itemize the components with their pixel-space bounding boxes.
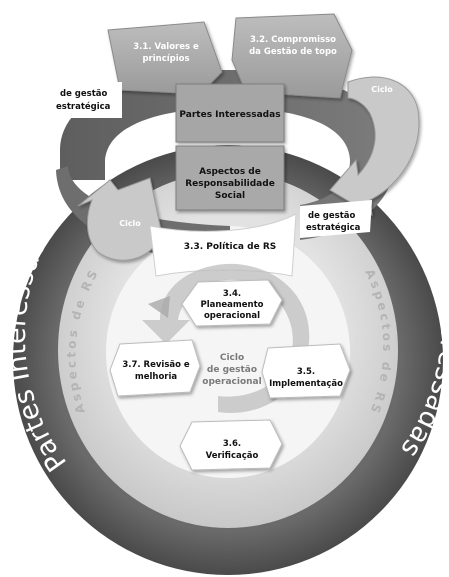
strategic-text-left-line2: estratégica <box>56 101 111 112</box>
commitment-label-line1: 3.2. Compromisso <box>250 35 336 45</box>
aspects-label-line2: Responsabilidade <box>185 179 275 189</box>
commitment-label-line2: da Gestão de topo <box>249 47 337 57</box>
values-label-line1: 3.1. Valores e <box>133 42 199 52</box>
verification-box <box>179 419 283 471</box>
implementation-box <box>261 343 351 399</box>
operational-arrow-head <box>148 296 170 318</box>
strategic-text-box-right <box>300 200 372 238</box>
review-label-line1: 3.7. Revisão e <box>122 360 190 370</box>
review-improvement-box <box>109 339 201 397</box>
strategic-text-left-line1: de gestão <box>60 89 108 99</box>
operational-cycle-label-line3: operacional <box>202 377 261 387</box>
planning-label-line3: operacional <box>204 311 260 321</box>
operational-cycle-label-line1: Ciclo <box>220 353 244 363</box>
rs-aspects-box <box>175 145 285 211</box>
planning-label-line1: 3.4. <box>223 289 241 299</box>
verification-label-line2: Verificação <box>206 451 259 461</box>
strategic-text-right-line2: estratégica <box>306 222 361 233</box>
implementation-label-line2: Implementação <box>269 379 343 389</box>
stakeholders-label: Partes Interessadas <box>179 110 280 120</box>
strategic-text-box-left <box>48 82 122 118</box>
values-label-line2: princípios <box>142 54 189 64</box>
planning-label-line2: Planeamento <box>200 300 263 310</box>
strategic-cycle-arc <box>60 70 395 240</box>
verification-label-line1: 3.6. <box>223 439 241 449</box>
rs-policy-label: 3.3. Política de RS <box>184 242 276 252</box>
aspects-label-line3: Social <box>215 191 245 201</box>
strategic-text-right-line1: de gestão <box>308 211 356 221</box>
rs-policy-banner <box>149 213 297 277</box>
strategic-cycle-label-top: Ciclo <box>371 85 393 94</box>
review-label-line2: melhoria <box>135 372 178 382</box>
aspects-label-line1: Aspectos de <box>199 167 261 177</box>
operational-cycle-label-line2: de gestão <box>207 365 257 375</box>
operational-planning-box <box>181 279 283 327</box>
management-commitment-box <box>231 13 353 99</box>
strategic-cycle-label-left: Ciclo <box>119 219 141 228</box>
values-principles-box <box>107 21 223 95</box>
implementation-label-line1: 3.5. <box>297 367 315 377</box>
stakeholders-box <box>175 83 285 143</box>
